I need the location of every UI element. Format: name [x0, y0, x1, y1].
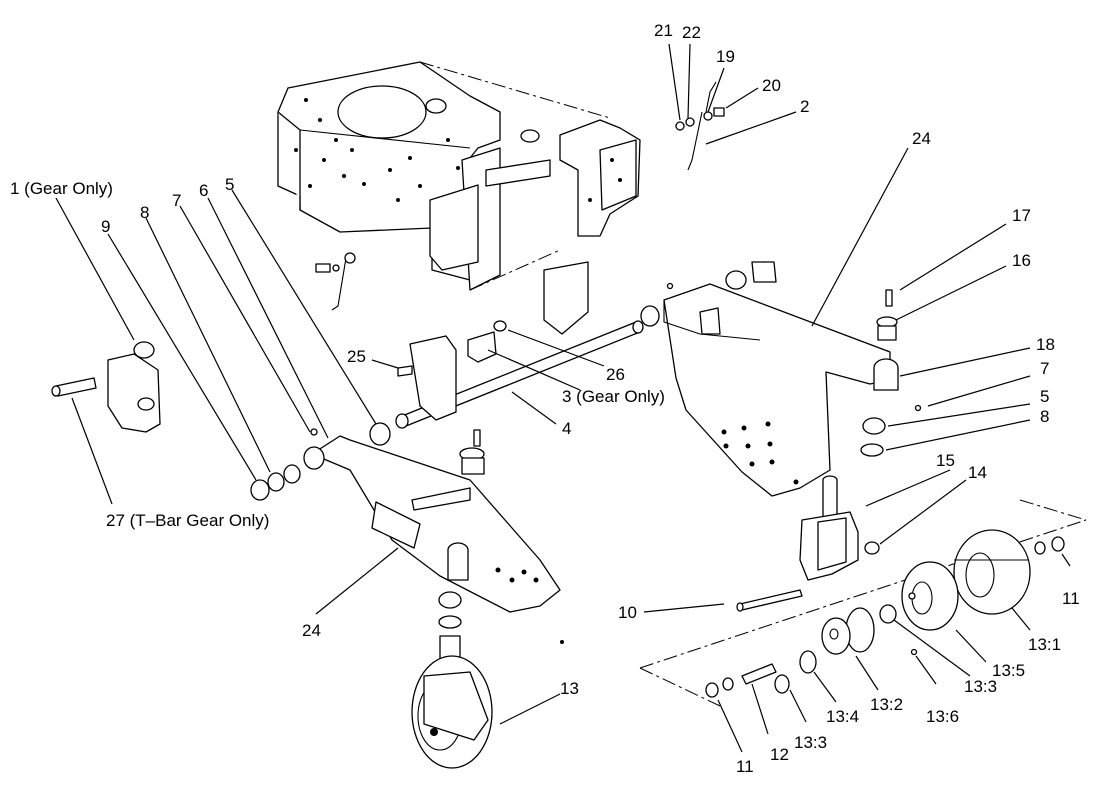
callout-1: 1 (Gear Only)	[10, 179, 113, 198]
right-wheel-assembly	[705, 529, 1065, 698]
left-caster-wheel	[411, 591, 564, 769]
main-frame	[277, 61, 641, 291]
callout-13-3-left: 13:3	[794, 733, 828, 752]
callout-2: 2	[800, 97, 810, 116]
left-pivot-hardware	[250, 428, 485, 501]
callout-16: 16	[1012, 251, 1031, 270]
callout-8-right: 8	[1040, 407, 1050, 426]
control-rod-left	[315, 252, 356, 311]
callout-9: 9	[101, 217, 111, 236]
callout-26: 26	[606, 365, 625, 384]
callout-22: 22	[682, 23, 701, 42]
callout-13: 13	[560, 679, 579, 698]
t-bar-bracket	[51, 341, 161, 433]
callout-11-right: 11	[1062, 589, 1080, 608]
callout-24-right: 24	[912, 129, 931, 148]
callout-20: 20	[762, 76, 781, 95]
callout-11-left: 11	[736, 757, 754, 776]
callout-10: 10	[618, 603, 637, 622]
callout-13-5: 13:5	[992, 661, 1026, 680]
callout-13-6: 13:6	[926, 707, 960, 726]
callout-14: 14	[968, 463, 987, 482]
callout-12: 12	[770, 745, 789, 764]
leader-lines	[55, 43, 1071, 753]
callout-15: 15	[936, 451, 955, 470]
callout-4: 4	[562, 419, 572, 438]
callout-13-1: 13:1	[1028, 635, 1062, 654]
right-pivot-hardware	[666, 282, 922, 457]
callout-5-left: 5	[225, 175, 235, 194]
callout-13-2: 13:2	[870, 695, 904, 714]
callout-6: 6	[199, 181, 209, 200]
callout-24-left: 24	[302, 621, 321, 640]
callout-13-4: 13:4	[826, 707, 860, 726]
right-caster-fork	[639, 475, 1087, 707]
callout-19: 19	[716, 47, 735, 66]
callout-21: 21	[654, 21, 673, 40]
callout-13-3-right: 13:3	[964, 677, 998, 696]
callout-17: 17	[1012, 206, 1031, 225]
right-pivot-arm	[640, 261, 899, 497]
callout-27: 27 (T–Bar Gear Only)	[106, 511, 270, 530]
callout-5-right: 5	[1040, 387, 1050, 406]
callout-25: 25	[347, 347, 366, 366]
callout-8-left: 8	[140, 203, 150, 222]
callout-7-right: 7	[1040, 359, 1050, 378]
callout-18: 18	[1036, 335, 1055, 354]
left-pivot-arm	[303, 435, 561, 613]
callout-3: 3 (Gear Only)	[562, 387, 665, 406]
axle-shaft	[369, 261, 644, 446]
callout-7-left: 7	[172, 191, 182, 210]
control-rod-right	[675, 81, 725, 171]
